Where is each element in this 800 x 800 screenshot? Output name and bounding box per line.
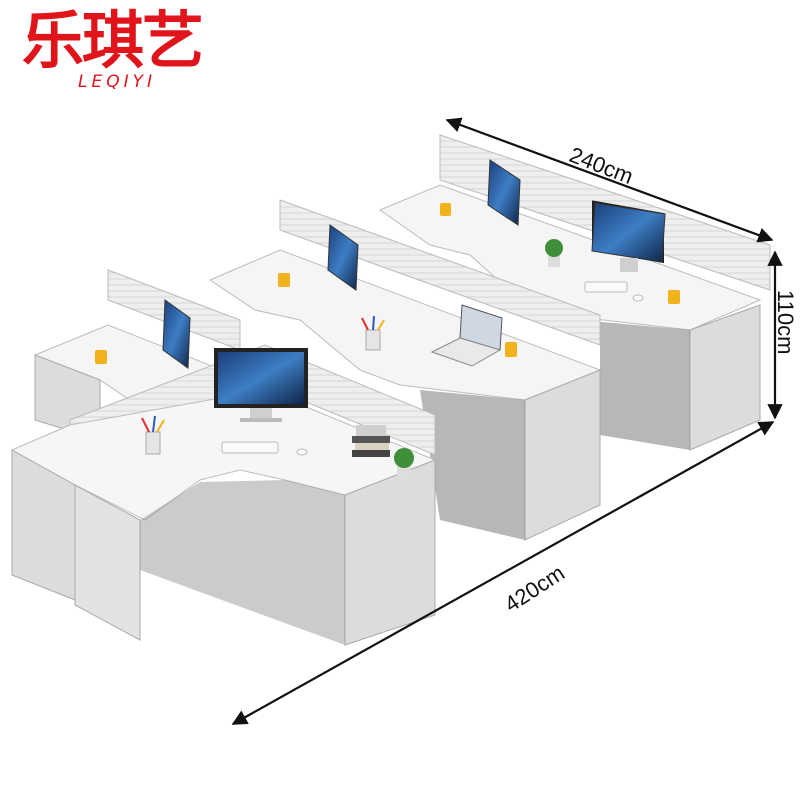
- monitor-icon-4: [162, 299, 191, 369]
- mug-icon-4: [505, 342, 517, 357]
- length-arrow: [231, 421, 775, 725]
- brand-name-en: LEQIYI: [78, 72, 157, 92]
- mouse-icon-2: [296, 448, 308, 456]
- plant-icon-2: [394, 448, 414, 480]
- books-icon: [352, 425, 390, 457]
- monitor-icon-5: [214, 348, 308, 422]
- pen-holder-icon-2: [141, 415, 165, 455]
- brand-name-cn: 乐琪艺: [22, 4, 204, 77]
- mug-icon-5: [95, 350, 107, 364]
- plant-icon: [545, 239, 563, 267]
- mug-icon-3: [278, 273, 290, 287]
- brand-logo: 乐琪艺 LEQIYI: [18, 6, 238, 116]
- mug-icon-2: [440, 203, 451, 216]
- height-label: 110cm: [773, 290, 798, 355]
- mug-icon: [668, 290, 680, 304]
- laptop-icon: [430, 304, 503, 367]
- keyboard-icon: [584, 281, 628, 293]
- width-arrow: [445, 117, 774, 243]
- mouse-icon: [632, 294, 644, 302]
- keyboard-icon-2: [221, 441, 279, 454]
- pen-holder-icon: [361, 315, 385, 351]
- monitor-icon-3: [327, 224, 359, 291]
